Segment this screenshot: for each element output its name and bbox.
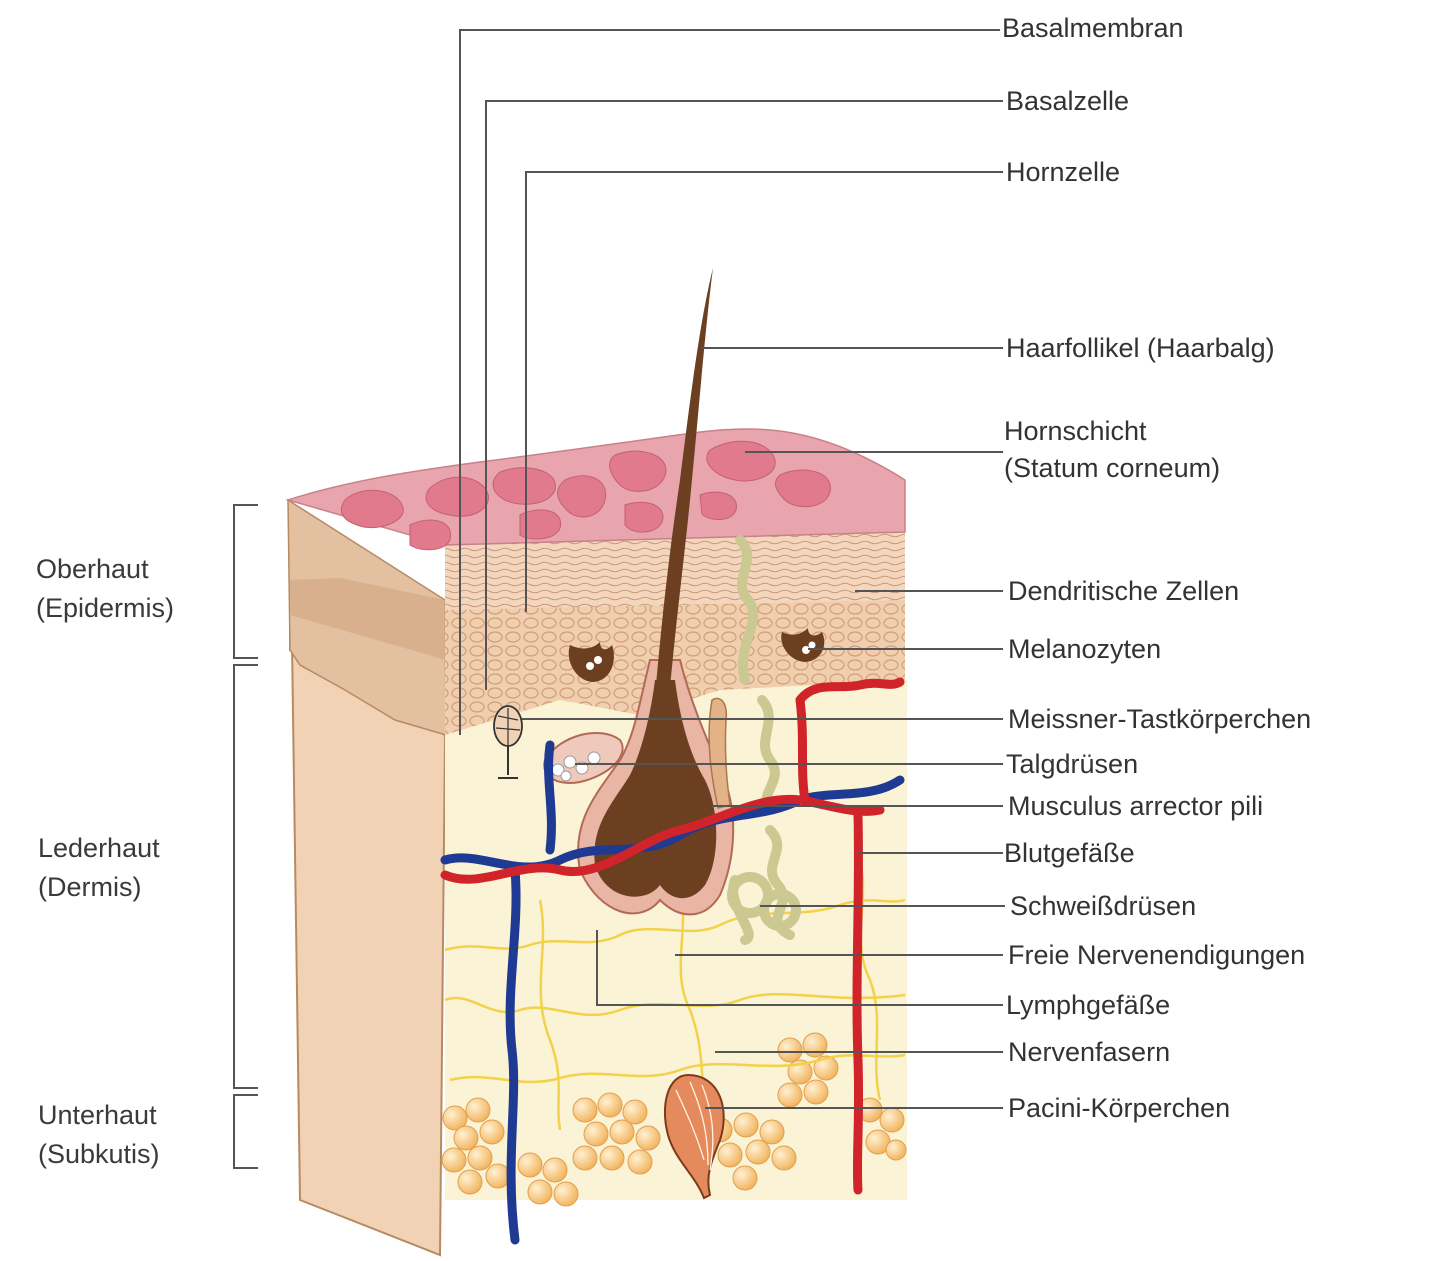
structure-labels: Basalmembran Basalzelle Hornzelle Haarfo… — [1002, 13, 1311, 1123]
layer-label-subcutis: Unterhaut — [38, 1100, 157, 1130]
label-hornschicht: Hornschicht — [1004, 416, 1147, 446]
label-hornschicht-sub: (Statum corneum) — [1004, 453, 1220, 483]
leader-lines — [459, 29, 1005, 1109]
bracket-subcutis — [233, 1094, 258, 1169]
blood-vessels-artery — [440, 677, 905, 1195]
label-musculus: Musculus arrector pili — [1008, 791, 1263, 821]
layer-label-epidermis: Oberhaut — [36, 554, 149, 584]
layer-brackets — [233, 504, 258, 1169]
skin-block — [285, 268, 907, 1257]
leader-lymphgefaesse — [596, 930, 1003, 1006]
label-hornzelle: Hornzelle — [1006, 157, 1120, 187]
label-blutgefaesse: Blutgefäße — [1004, 838, 1135, 868]
sweat-glands — [727, 535, 801, 945]
label-haarfollikel: Haarfollikel (Haarbalg) — [1006, 333, 1275, 363]
label-lymphgefaesse: Lymphgefäße — [1006, 990, 1170, 1020]
nerve-fibers — [444, 859, 906, 1131]
layer-label-subcutis-sub: (Subkutis) — [38, 1139, 160, 1169]
layer-label-dermis-sub: (Dermis) — [38, 872, 141, 902]
bracket-dermis — [233, 664, 258, 1089]
layer-labels: Oberhaut (Epidermis) Lederhaut (Dermis) … — [36, 554, 174, 1169]
label-basalmembran: Basalmembran — [1002, 13, 1184, 43]
label-basalzelle: Basalzelle — [1006, 86, 1129, 116]
pacini-corpuscle — [664, 1073, 725, 1200]
layer-label-dermis: Lederhaut — [38, 833, 160, 863]
leader-basalmembran — [459, 29, 1000, 735]
label-pacini: Pacini-Körperchen — [1008, 1093, 1230, 1123]
label-freie-nerven: Freie Nervenendigungen — [1008, 940, 1305, 970]
label-nervenfasern: Nervenfasern — [1008, 1037, 1170, 1067]
label-dendritische-zellen: Dendritische Zellen — [1008, 576, 1239, 606]
hair-shaft — [650, 268, 713, 760]
meissner-corpuscle — [493, 705, 523, 779]
melanocytes — [568, 628, 825, 682]
corneum-blotches — [340, 440, 831, 551]
arrector-pili-muscle — [708, 697, 731, 809]
layer-label-epidermis-sub: (Epidermis) — [36, 593, 174, 623]
sebaceous-gland — [543, 731, 624, 784]
label-schweissdruesen: Schweißdrüsen — [1010, 891, 1196, 921]
label-talgdruesen: Talgdrüsen — [1006, 749, 1138, 779]
leader-basalzelle — [485, 100, 1003, 690]
leader-hornzelle — [525, 171, 1003, 612]
bracket-epidermis — [233, 504, 258, 659]
label-melanozyten: Melanozyten — [1008, 634, 1161, 664]
fat-tissue — [441, 1032, 907, 1207]
side-face-stratum — [290, 578, 446, 660]
label-meissner: Meissner-Tastkörperchen — [1008, 704, 1311, 734]
